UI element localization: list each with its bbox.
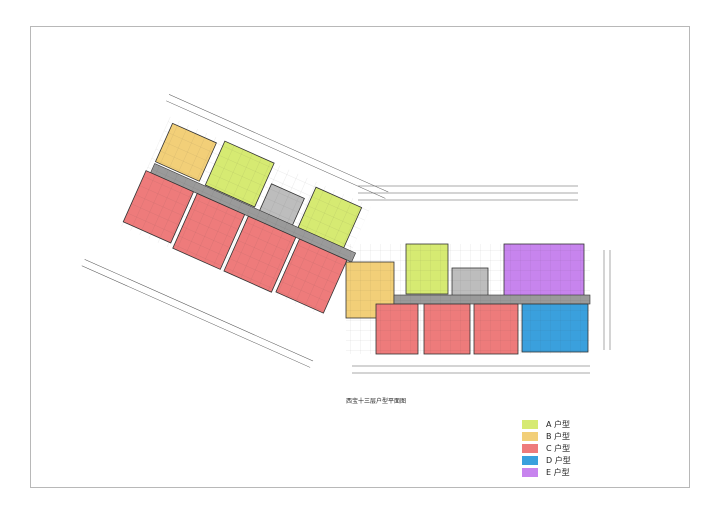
- right-wing-dimension-right: [603, 250, 611, 350]
- left-wing: [81, 94, 389, 368]
- drawing-caption: 西宝十三层户型平面图: [346, 398, 407, 405]
- legend-label-b: B 户型: [546, 431, 571, 441]
- legend-item-c: C 户型: [522, 442, 571, 454]
- legend-item-a: A 户型: [522, 418, 571, 430]
- legend-item-e: E 户型: [522, 466, 571, 478]
- legend-label-e: E 户型: [546, 467, 570, 477]
- legend-swatch-d: [522, 455, 538, 465]
- unit-type-legend: A 户型 B 户型 C 户型 D 户型 E 户型: [522, 418, 571, 478]
- left-wing-dimension-top: [166, 94, 389, 199]
- legend-item-d: D 户型: [522, 454, 571, 466]
- legend-swatch-a: [522, 419, 538, 429]
- legend-label-c: C 户型: [546, 443, 571, 453]
- right-wing-dimension-top: [358, 185, 578, 201]
- right-wing-dimension-bottom: [352, 365, 590, 374]
- legend-swatch-e: [522, 467, 538, 477]
- legend-swatch-c: [522, 443, 538, 453]
- legend-label-a: A 户型: [546, 419, 571, 429]
- legend-swatch-b: [522, 431, 538, 441]
- legend-item-b: B 户型: [522, 430, 571, 442]
- drawing-sheet-border: [30, 26, 690, 488]
- legend-label-d: D 户型: [546, 455, 571, 465]
- left-wing-dimension-bottom: [81, 259, 314, 368]
